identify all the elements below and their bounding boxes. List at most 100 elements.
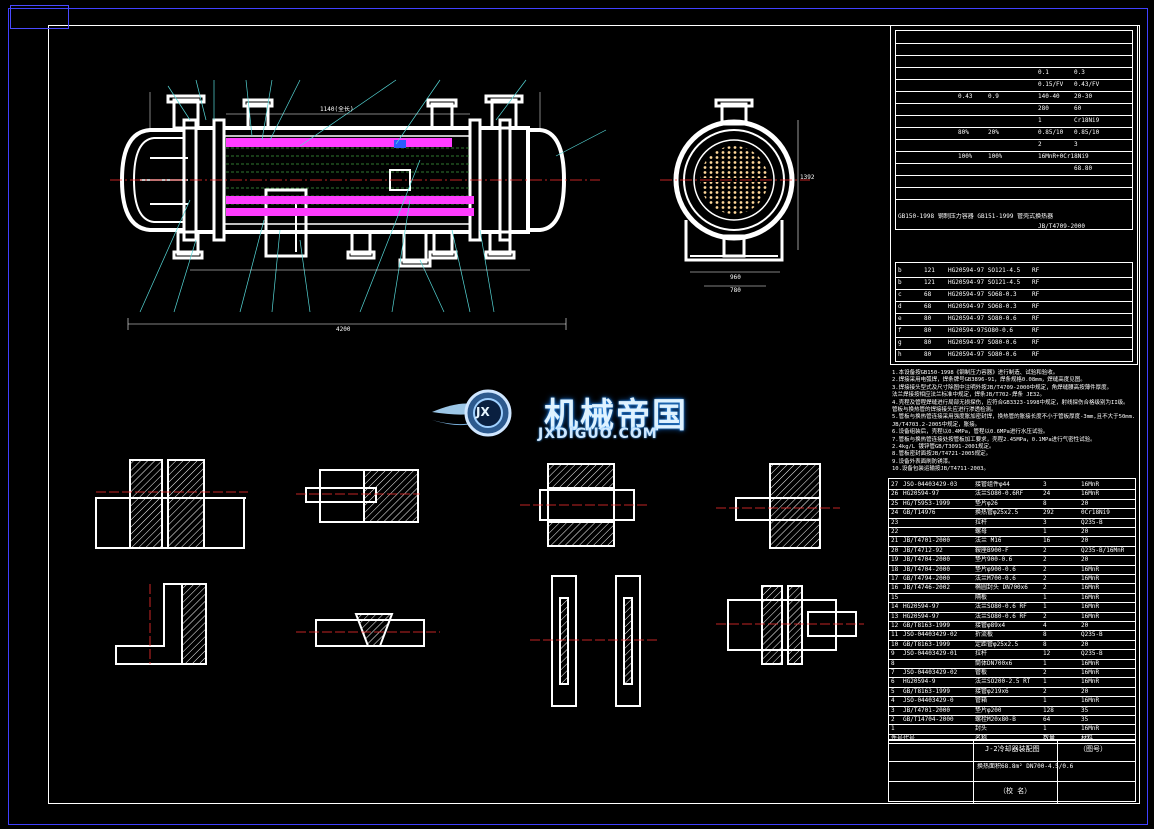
- parts-cell: 垫片900-0.6: [975, 556, 1013, 564]
- parts-row-line: [889, 583, 1135, 585]
- parts-cell: 螺母: [975, 528, 988, 535]
- watermark-cn: 机械帝国: [544, 396, 688, 436]
- spec-value: Cr18Ni9: [1074, 117, 1100, 124]
- nozzle-cell: HG20594-97 SO68-0.3: [948, 291, 1017, 298]
- spec-value: 0.3: [1074, 69, 1085, 76]
- parts-cell: 14: [891, 603, 899, 611]
- nozzle-cell: HG20594-97 SO68-0.3: [948, 303, 1017, 310]
- parts-cell: 2: [1043, 612, 1047, 620]
- parts-cell: 7: [891, 669, 895, 676]
- parts-cell: 16MnR: [1081, 593, 1100, 601]
- logo-letters: JX: [476, 405, 490, 419]
- parts-row-line: [889, 555, 1135, 557]
- drawing-number: （图号）: [1079, 745, 1107, 753]
- spec-value: 0.85/10: [1074, 129, 1100, 136]
- note-line: JB/T4703.2-2005中规定，胀接。: [892, 421, 981, 428]
- parts-cell: 法兰SO80-0.6 RF: [975, 603, 1027, 611]
- parts-cell: 20: [891, 546, 899, 554]
- spec-value: 2: [1038, 141, 1042, 148]
- parts-cell: 2: [1043, 556, 1047, 564]
- parts-row-line: [889, 545, 1135, 547]
- parts-cell: 1: [1043, 697, 1047, 705]
- parts-cell: 3: [1043, 481, 1047, 488]
- note-line: 法兰焊接按相应法兰标准中规定，焊条JB/T702-焊条 JE32。: [892, 392, 1046, 399]
- parts-cell: 垫片φ200: [975, 706, 1002, 714]
- tie-rods: [226, 138, 474, 216]
- parts-cell: 16MnR: [1081, 725, 1100, 733]
- parts-cell: 2: [1043, 546, 1047, 554]
- parts-row-line: [889, 489, 1135, 491]
- parts-cell: 10: [891, 640, 899, 648]
- nozzle-cell: 68: [924, 291, 932, 298]
- nozzle-cell: 121: [924, 279, 935, 286]
- standard-line: JB/T4709-2000: [1038, 223, 1085, 230]
- parts-row-line: [889, 517, 1135, 519]
- nozzle-cell: RF: [1032, 327, 1040, 334]
- parts-cell: 1: [1043, 725, 1047, 733]
- nozzle-cell: b: [898, 267, 902, 274]
- parts-cell: 24: [891, 509, 899, 517]
- parts-cell: JB/T4704-2000: [903, 556, 950, 564]
- parts-row-line: [889, 574, 1135, 575]
- parts-cell: 16MnR: [1081, 603, 1100, 611]
- highlight-marker: [394, 140, 406, 148]
- parts-cell: GB/T8163-1999: [903, 687, 950, 695]
- parts-cell: 20: [1081, 640, 1089, 648]
- parts-cell: 15: [891, 593, 899, 601]
- note-line: 10.设备包装运输按JB/T4711-2003。: [892, 466, 989, 473]
- parts-row-line: [889, 668, 1135, 669]
- nozzle-cell: 68: [924, 303, 932, 310]
- parts-cell: HG20594-9: [903, 678, 936, 686]
- spec-value: 20%: [988, 129, 999, 136]
- parts-cell: 8: [1043, 631, 1047, 639]
- nozzle-cell: RF: [1032, 339, 1040, 346]
- parts-cell: HG20594-97: [903, 490, 940, 498]
- spec-value: 60: [1074, 105, 1082, 112]
- parts-cell: 接管组件φ44: [975, 481, 1010, 488]
- end-view: [673, 98, 795, 262]
- nozzle-cell: 80: [924, 339, 932, 346]
- title-block: J-2冷却器装配图 换热面积68.8m² DN700-4.5/0.6 （图号） …: [888, 740, 1136, 803]
- leader-lines: [139, 79, 607, 313]
- parts-cell: 法兰SO80-0.6 RF: [975, 612, 1027, 620]
- parts-cell: JSO-04403429-0: [903, 697, 954, 705]
- parts-cell: 20: [1081, 687, 1089, 695]
- parts-cell: Q235-B: [1081, 518, 1103, 526]
- spec-value: 140-40: [1038, 93, 1060, 100]
- nozzle-cell: HG20594-97 SO121-4.5: [948, 279, 1021, 286]
- parts-row-line: [889, 498, 1135, 500]
- drawing-subtitle: 换热面积68.8m² DN700-4.5/0.6: [977, 763, 1074, 770]
- note-line: 6.设备组装后，壳程以0.4MPa，管程以0.6MPa进行水压试验。: [892, 429, 1049, 436]
- parts-cell: 拉杆: [975, 518, 988, 526]
- parts-cell: Q235-B: [1081, 631, 1103, 639]
- dim-end-width-2: 780: [730, 287, 741, 294]
- parts-cell: 2: [1043, 565, 1047, 573]
- parts-cell: 8: [891, 659, 895, 667]
- parts-cell: 螺栓M20x80-B: [975, 716, 1016, 723]
- parts-cell: 16MnR: [1081, 678, 1100, 686]
- parts-cell: 8: [1043, 640, 1047, 648]
- parts-cell: 16MnR: [1081, 584, 1100, 592]
- parts-cell: GB/T14976: [903, 509, 936, 517]
- nozzle-cell: HG20594-97 SO80-0.6: [948, 315, 1017, 322]
- design-data-table: 0.1 0.3 0.15/FV 0.43/FV 140-40 20-30 280…: [890, 25, 1138, 365]
- parts-row-line: [889, 630, 1135, 632]
- parts-cell: 16MnR: [1081, 659, 1100, 667]
- spec-value: 20-30: [1074, 93, 1093, 100]
- detail-views: [95, 459, 864, 707]
- spec-value: 100%: [958, 153, 973, 160]
- parts-cell: 35: [1081, 716, 1089, 723]
- nozzle-row-line: [896, 289, 1132, 290]
- nozzle-cell: HG20594-97 SO121-4.5: [948, 267, 1021, 274]
- parts-cell: 2: [1043, 584, 1047, 592]
- parts-cell: 16MnR: [1081, 575, 1100, 582]
- inner-frame: [48, 25, 1140, 804]
- parts-cell: JSO-04403429-03: [903, 481, 958, 488]
- parts-cell: 128: [1043, 706, 1054, 714]
- parts-cell: HG/T5953-1999: [903, 499, 950, 507]
- parts-cell: 1: [1043, 603, 1047, 611]
- parts-cell: 0Cr18Ni9: [1081, 509, 1110, 517]
- parts-cell: JSO-04403429-01: [903, 650, 958, 658]
- nozzle-cell: 80: [924, 327, 932, 334]
